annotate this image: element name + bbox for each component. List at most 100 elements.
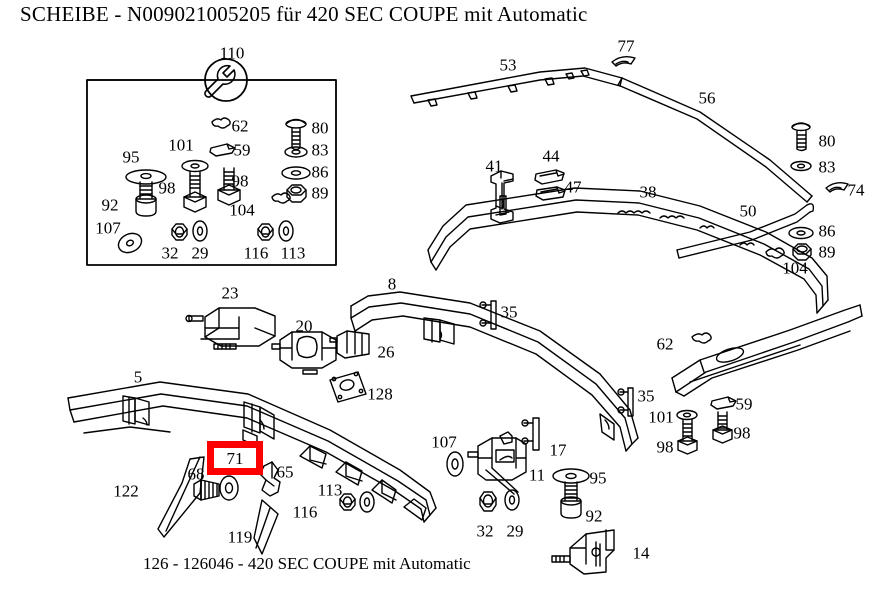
highlight-box-part-71[interactable] [207,441,263,475]
part-44-clip [534,169,565,185]
page-caption: 126 - 126046 - 420 SEC COUPE mit Automat… [143,554,471,573]
callout-17: 17 [549,440,567,460]
callout-59: 59 [233,140,251,160]
part-38-bumper [427,187,829,314]
callout-86: 86 [818,221,836,241]
part-lower-right-trim [671,304,863,397]
page-title: SCHEIBE - N009021005205 für 420 SEC COUP… [20,2,588,26]
hardware-92-lower [560,481,582,519]
callout-107: 107 [431,432,457,452]
callout-26: 26 [377,342,395,362]
callout-62: 62 [231,116,249,136]
callout-50: 50 [739,201,757,221]
callout-56: 56 [698,88,716,108]
hardware-89 [286,184,307,203]
callout-44: 44 [542,146,560,166]
hardware-104-right [765,247,785,259]
callout-29: 29 [191,243,209,263]
callout-83: 83 [311,140,329,160]
callout-83: 83 [818,157,836,177]
part-35-clip-lower [617,387,634,417]
callout-8: 8 [387,274,397,294]
callout-32: 32 [476,521,494,541]
callout-86: 86 [311,162,329,182]
callout-119: 119 [227,527,253,547]
part-128-plate [329,371,367,403]
callout-80: 80 [818,131,836,151]
part-35-clip-upper [479,300,497,330]
callout-95: 95 [122,147,140,167]
callout-29: 29 [506,521,524,541]
callout-89: 89 [311,183,329,203]
callout-62: 62 [656,334,674,354]
hardware-92 [135,181,157,217]
part-20-bracket [271,331,337,375]
callout-113: 113 [317,480,343,500]
callout-35: 35 [637,386,655,406]
callout-98: 98 [231,171,249,191]
part-77-clip [611,55,636,67]
part-62-trim-piece [691,332,712,344]
callout-20: 20 [295,316,313,336]
hardware-101 [181,159,209,173]
callout-59: 59 [735,394,753,414]
callout-92: 92 [585,506,603,526]
callout-98: 98 [158,178,176,198]
hardware-98-lower-left [677,419,698,455]
hardware-80-right [791,122,811,152]
hardware-86 [281,166,311,180]
part-11-assembly [467,431,527,495]
hardware-113-lower [359,491,375,513]
part-14-bracket [551,529,615,575]
callout-53: 53 [499,55,517,75]
callout-113: 113 [280,243,306,263]
callout-104: 104 [229,200,255,220]
part-5-bumper [67,381,437,523]
hardware-86-right [788,226,814,240]
hardware-32-lower [479,491,497,512]
hardware-95-lower [552,468,590,484]
hardware-71-washer [219,475,239,501]
callout-95: 95 [589,468,607,488]
callout-98: 98 [656,437,674,457]
part-8-bumper [350,291,639,452]
callout-101: 101 [648,407,674,427]
callout-74: 74 [847,180,865,200]
callout-128: 128 [367,384,393,404]
hardware-89-right [792,243,812,261]
hardware-29 [192,220,208,242]
hardware-101-lower [676,409,698,421]
hardware-32 [171,223,188,241]
callout-38: 38 [639,182,657,202]
hardware-59-lower [710,396,737,410]
hardware-98-center [217,167,241,206]
callout-122: 122 [113,481,139,501]
part-23-bracket [185,307,276,350]
hardware-116 [257,223,274,241]
callout-77: 77 [617,36,635,56]
callout-65: 65 [276,462,294,482]
hardware-83-right [790,160,812,172]
hardware-98-left [183,171,207,213]
hardware-104 [271,192,291,204]
hardware-83 [284,146,308,158]
part-65-clip [259,461,281,497]
callout-104: 104 [782,258,808,278]
callout-32: 32 [161,243,179,263]
callout-47: 47 [564,177,582,197]
hardware-29-lower [504,489,520,511]
hardware-116-lower [339,493,356,511]
callout-35: 35 [500,302,518,322]
part-26-bracket [329,330,370,359]
hardware-80 [285,118,307,151]
callout-98: 98 [733,423,751,443]
part-122-piece [157,456,205,538]
highlight-part-number: 71 [226,449,244,468]
hardware-107 [117,232,143,254]
callout-11: 11 [528,465,546,485]
callout-14: 14 [632,543,650,563]
hardware-74-clip [825,181,849,193]
callout-92: 92 [101,195,119,215]
